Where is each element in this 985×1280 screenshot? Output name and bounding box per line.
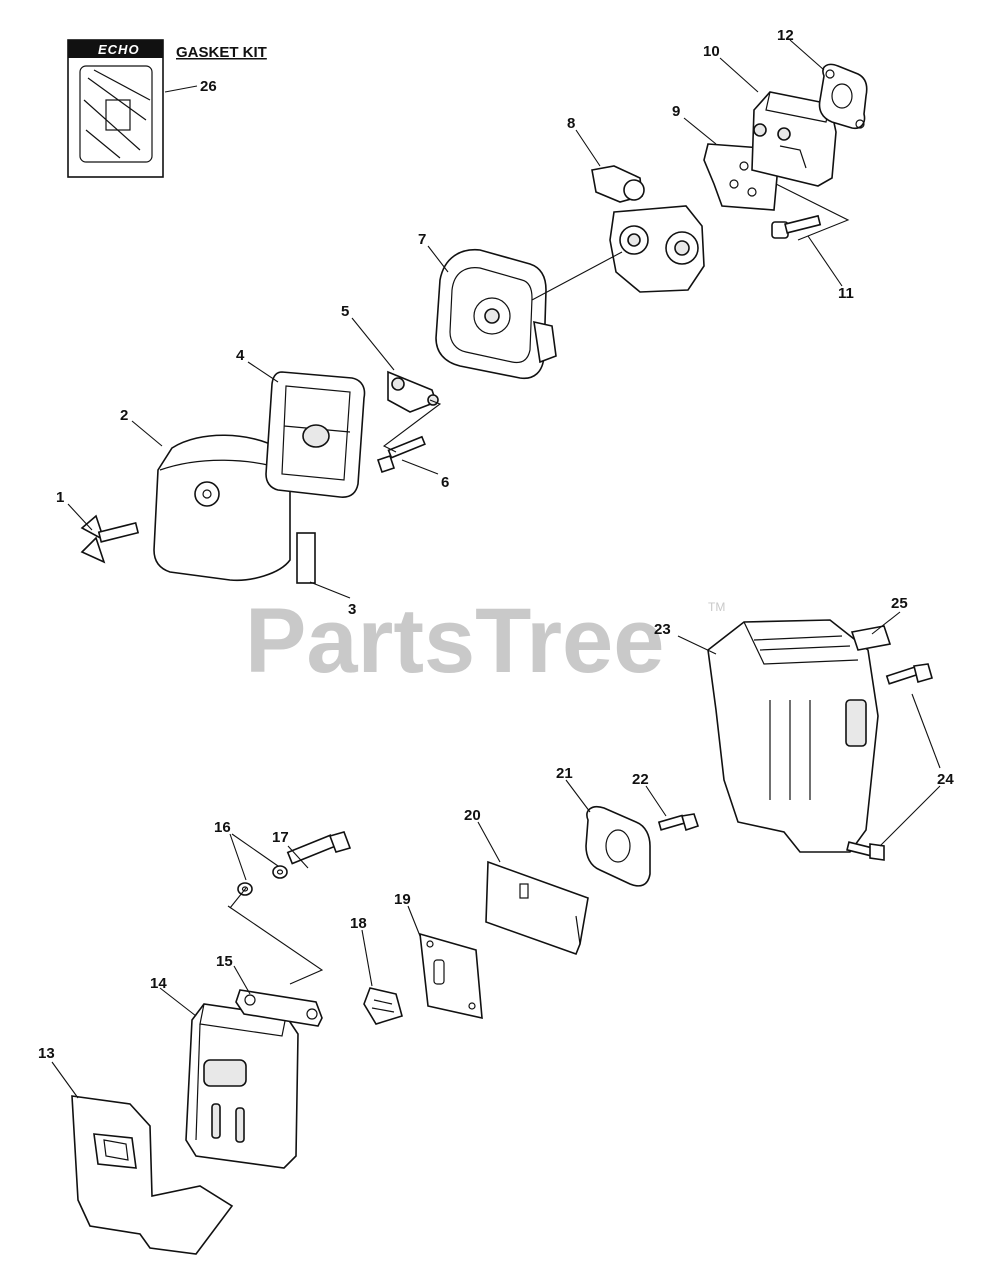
callout-numbers: 1 2 3 4 5 6 7 8 9 10 11 12 13 14 15 16 1… [38,27,954,1062]
callout-11: 11 [838,285,854,302]
callout-23: 23 [654,621,671,638]
part-gasket-12 [818,63,868,130]
callout-2: 2 [120,407,128,424]
part-air-cleaner-cover [153,434,291,582]
part-bolt-6 [376,435,426,474]
gasket-kit-frame [67,39,164,178]
callout-20: 20 [464,807,481,824]
callout-1: 1 [56,489,64,506]
echo-logo: ECHO [98,42,140,57]
callout-13: 13 [38,1045,55,1062]
callout-15: 15 [216,953,233,970]
part-cylinder-cover [707,619,879,853]
part-washers [237,865,288,896]
part-heat-plate [71,1095,234,1255]
part-muffler [185,1003,299,1169]
callout-21: 21 [556,765,573,782]
callout-10: 10 [703,43,720,60]
watermark: PartsTree TM [245,590,725,692]
callout-24: 24 [937,771,954,788]
gasket-cutout [105,99,131,131]
gasket-kit-box: ECHO GASKET KIT 26 [67,39,267,178]
part-insulator [751,91,837,187]
part-bolts-24 [846,663,933,861]
part-choke-plate [387,370,439,413]
callout-6: 6 [441,474,449,491]
part-wing-bolt [80,514,140,564]
callout-7: 7 [418,231,426,248]
part-heat-shield [485,860,589,956]
callout-18: 18 [350,915,367,932]
part-label [296,532,316,584]
callout-12: 12 [777,27,794,44]
watermark-trademark: TM [708,600,725,614]
watermark-text: PartsTree [245,590,664,692]
gasket-kit-title: GASKET KIT [176,44,267,61]
part-air-cleaner-case [435,249,557,380]
callout-17: 17 [272,829,289,846]
part-gasket-19 [419,932,483,1020]
part-bolt-17 [286,831,352,865]
callout-25: 25 [891,595,908,612]
connection-lines [227,183,850,985]
gasket-sheet-lines [83,69,151,159]
part-gasket-21 [585,805,651,887]
part-muffler-plate [235,989,323,1027]
gasket-sheet-icon [79,65,153,163]
part-label-25 [850,625,892,651]
part-bolt-22 [657,813,700,832]
callout-16: 16 [214,819,231,836]
callout-8: 8 [567,115,575,132]
callout-5: 5 [341,303,349,320]
callout-22: 22 [632,771,649,788]
callout-26: 26 [200,78,217,95]
callout-9: 9 [672,103,680,120]
callout-19: 19 [394,891,411,908]
part-air-filter [265,371,366,498]
leader-26 [164,85,198,93]
part-bolt-11 [771,214,822,239]
echo-logo-band [68,40,163,58]
callout-3: 3 [348,601,356,618]
leader-lines [51,39,941,1099]
callout-4: 4 [236,347,245,364]
part-spark-arrester [363,987,403,1025]
part-carburetor [591,165,705,293]
callout-14: 14 [150,975,167,992]
